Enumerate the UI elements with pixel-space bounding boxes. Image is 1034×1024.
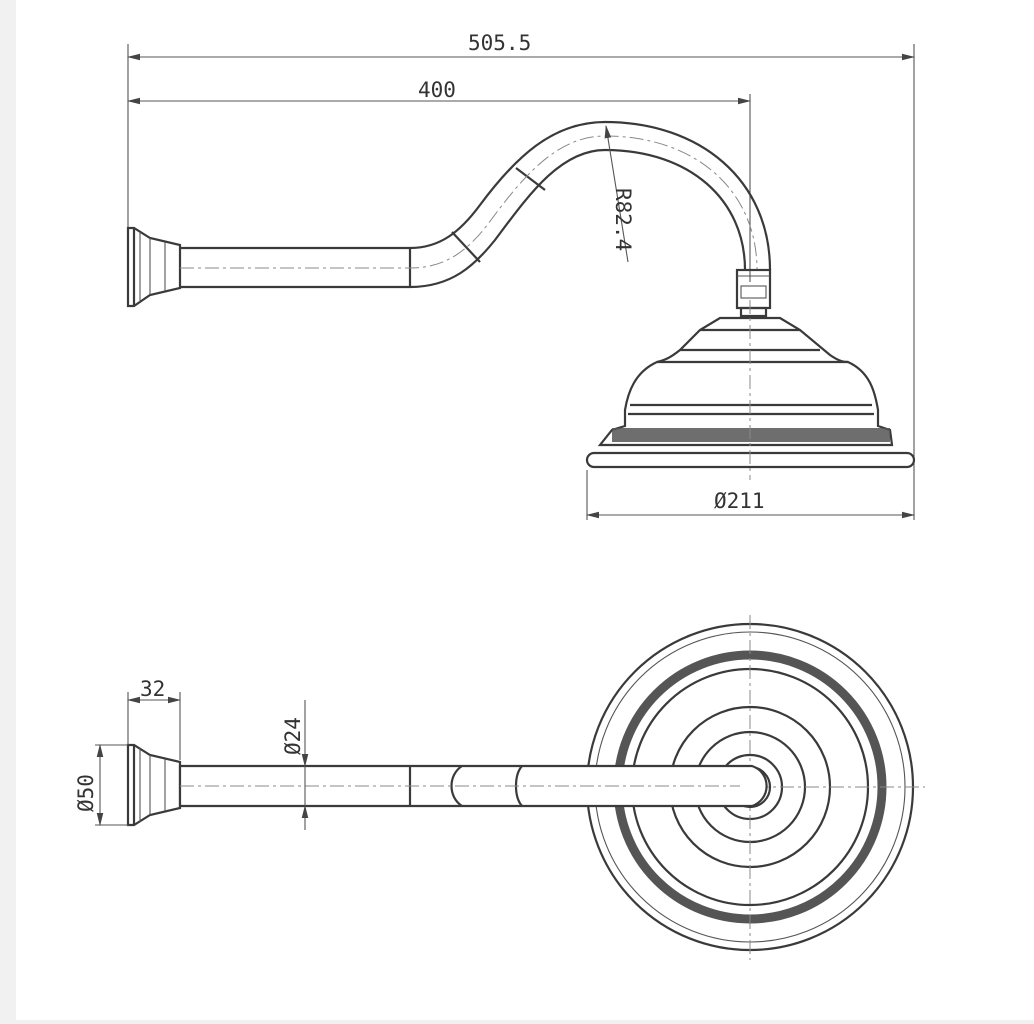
- side-view: 505.5 400 Ø211 R82.4: [126, 31, 916, 520]
- dim-radius-label: R82.4: [611, 188, 635, 251]
- left-margin: [0, 0, 16, 1024]
- shower-arm-top: [178, 764, 768, 808]
- wall-flange-top: [126, 743, 182, 827]
- shower-arm-side: [180, 120, 772, 289]
- shower-head-side: [585, 300, 916, 480]
- wall-flange-side: [126, 226, 182, 308]
- dim-overall-label: 505.5: [468, 31, 531, 55]
- dim-reach-label: 400: [418, 78, 456, 102]
- top-view: 32 Ø50 Ø24: [74, 615, 925, 960]
- bottom-margin: [0, 1020, 1034, 1024]
- dim-flange-depth-label: 32: [140, 677, 165, 701]
- swivel-connector: [735, 268, 772, 318]
- dim-pipe-diameter-label: Ø24: [281, 717, 305, 755]
- dim-flange-diameter-label: Ø50: [74, 774, 98, 812]
- dim-head-diameter-label: Ø211: [714, 489, 765, 513]
